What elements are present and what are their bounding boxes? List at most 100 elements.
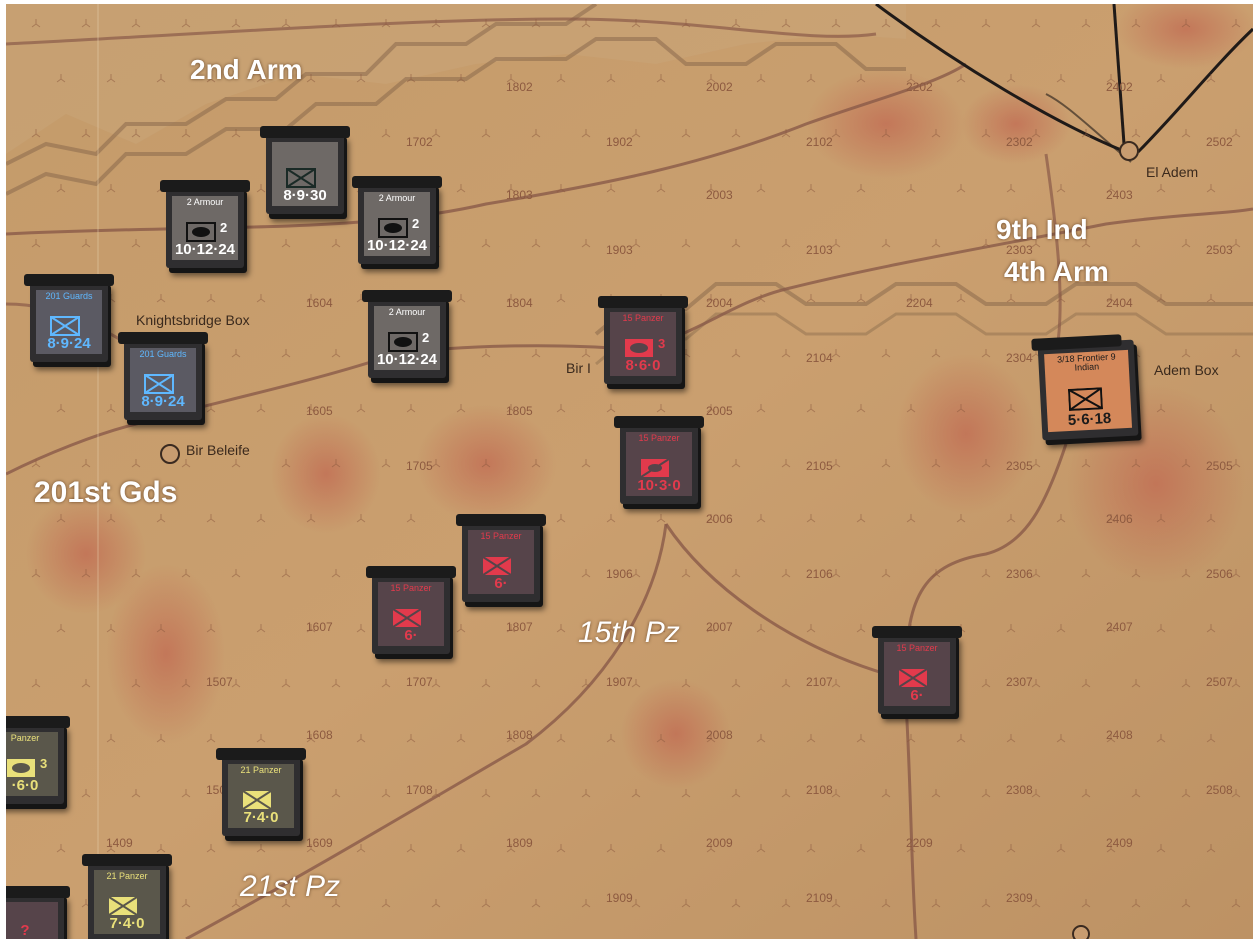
hex-number: 2104 [806, 351, 833, 365]
hex-number: 2004 [706, 296, 733, 310]
hex-vertex-mark [431, 459, 441, 468]
infantry-symbol-icon [242, 790, 272, 810]
hex-vertex-mark [731, 569, 741, 578]
hex-vertex-mark [931, 19, 941, 28]
unit-counter[interactable]: 15 Panzer 6· [456, 514, 546, 602]
unit-counter[interactable]: 15 Panzer 3 8·6·0 [598, 296, 688, 384]
hex-vertex-mark [1206, 514, 1216, 523]
hex-vertex-mark [156, 734, 166, 743]
unit-counter[interactable]: 21 Panzer 7·4·0 [82, 854, 172, 939]
counter-factors: 10·12·24 [376, 351, 438, 368]
unit-counter[interactable]: 21 Panzer 7·4·0 [216, 748, 306, 836]
hex-vertex-mark [1231, 239, 1241, 248]
hex-number: 1605 [306, 404, 333, 418]
hex-number: 2007 [706, 620, 733, 634]
hex-vertex-mark [631, 789, 641, 798]
armor-symbol-icon [378, 218, 408, 238]
hex-vertex-mark [306, 294, 316, 303]
hex-vertex-mark [1181, 899, 1191, 908]
hex-vertex-mark [606, 734, 616, 743]
hex-vertex-mark [581, 239, 591, 248]
hex-vertex-mark [1081, 19, 1091, 28]
hex-number: 2404 [1106, 296, 1133, 310]
hex-vertex-mark [456, 74, 466, 83]
hex-vertex-mark [731, 19, 741, 28]
unit-counter[interactable]: 8·9·30 [260, 126, 350, 214]
hex-vertex-mark [131, 459, 141, 468]
hex-vertex-mark [106, 184, 116, 193]
hex-number: 2304 [1006, 351, 1033, 365]
unit-counter[interactable]: 2 Armour 2 10·12·24 [352, 176, 442, 264]
counter-factors: 10·12·24 [366, 237, 428, 254]
unit-counter[interactable]: 15 Panzer 6· [366, 566, 456, 654]
place-adem-box: Adem Box [1154, 362, 1219, 378]
hex-vertex-mark [1156, 184, 1166, 193]
hex-vertex-mark [906, 294, 916, 303]
counter-size: 2 [422, 330, 430, 345]
hex-vertex-mark [1206, 404, 1216, 413]
hex-vertex-mark [1006, 74, 1016, 83]
hex-number: 2506 [1206, 567, 1233, 581]
hex-vertex-mark [831, 789, 841, 798]
hex-vertex-mark [1156, 514, 1166, 523]
hex-vertex-mark [681, 679, 691, 688]
hex-vertex-mark [281, 19, 291, 28]
hex-vertex-mark [581, 789, 591, 798]
hex-vertex-mark [1231, 459, 1241, 468]
hex-vertex-mark [131, 239, 141, 248]
label-21st-pz: 21st Pz [240, 870, 341, 903]
hex-vertex-mark [556, 184, 566, 193]
hex-vertex-mark [281, 679, 291, 688]
hex-vertex-mark [1156, 404, 1166, 413]
hex-vertex-mark [206, 294, 216, 303]
hex-vertex-mark [481, 239, 491, 248]
hex-vertex-mark [331, 19, 341, 28]
hex-vertex-mark [506, 624, 516, 633]
unit-counter[interactable]: 3/18 Frontier 9 Indian 5·6·18 [1037, 339, 1139, 441]
hex-vertex-mark [931, 789, 941, 798]
game-board[interactable]: 1802200222022402170219022102230225021603… [6, 4, 1253, 939]
unit-counter[interactable]: 2 Armour 2 10·12·24 [160, 180, 250, 268]
hex-vertex-mark [56, 514, 66, 523]
hex-vertex-mark [931, 899, 941, 908]
hex-vertex-mark [531, 349, 541, 358]
hex-vertex-mark [856, 404, 866, 413]
hex-vertex-mark [706, 404, 716, 413]
hex-vertex-mark [1231, 19, 1241, 28]
hex-vertex-mark [831, 679, 841, 688]
hex-vertex-mark [806, 514, 816, 523]
unit-counter[interactable]: 201 Guards 8·9·24 [24, 274, 114, 362]
unit-counter[interactable]: 15 Panzer 6· [872, 626, 962, 714]
hex-vertex-mark [656, 74, 666, 83]
hex-vertex-mark [431, 19, 441, 28]
hex-vertex-mark [156, 514, 166, 523]
hex-number: 2005 [706, 404, 733, 418]
hex-vertex-mark [56, 624, 66, 633]
counter-factors: 6· [404, 627, 418, 644]
unit-counter[interactable]: ? [6, 886, 70, 939]
unit-counter[interactable]: 15 Panzer 10·3·0 [614, 416, 704, 504]
hex-vertex-mark [956, 74, 966, 83]
hex-vertex-mark [506, 734, 516, 743]
infantry-symbol-icon [108, 896, 138, 916]
hex-vertex-mark [1231, 679, 1241, 688]
hex-vertex-mark [606, 74, 616, 83]
hex-vertex-mark [1181, 459, 1191, 468]
hex-vertex-mark [531, 129, 541, 138]
hex-vertex-mark [956, 844, 966, 853]
hex-vertex-mark [181, 129, 191, 138]
infantry-symbol-icon [50, 316, 80, 336]
hex-vertex-mark [1031, 569, 1041, 578]
hex-vertex-mark [606, 514, 616, 523]
hex-vertex-mark [356, 844, 366, 853]
hex-vertex-mark [131, 129, 141, 138]
hex-vertex-mark [1156, 624, 1166, 633]
unit-counter[interactable]: 201 Guards 8·9·24 [118, 332, 208, 420]
unit-counter[interactable]: Panzer 3 ·6·0 [6, 716, 70, 804]
hex-vertex-mark [81, 459, 91, 468]
hex-vertex-mark [1006, 624, 1016, 633]
hex-vertex-mark [256, 624, 266, 633]
hex-vertex-mark [906, 514, 916, 523]
hex-vertex-mark [1006, 514, 1016, 523]
unit-counter[interactable]: 2 Armour 2 10·12·24 [362, 290, 452, 378]
